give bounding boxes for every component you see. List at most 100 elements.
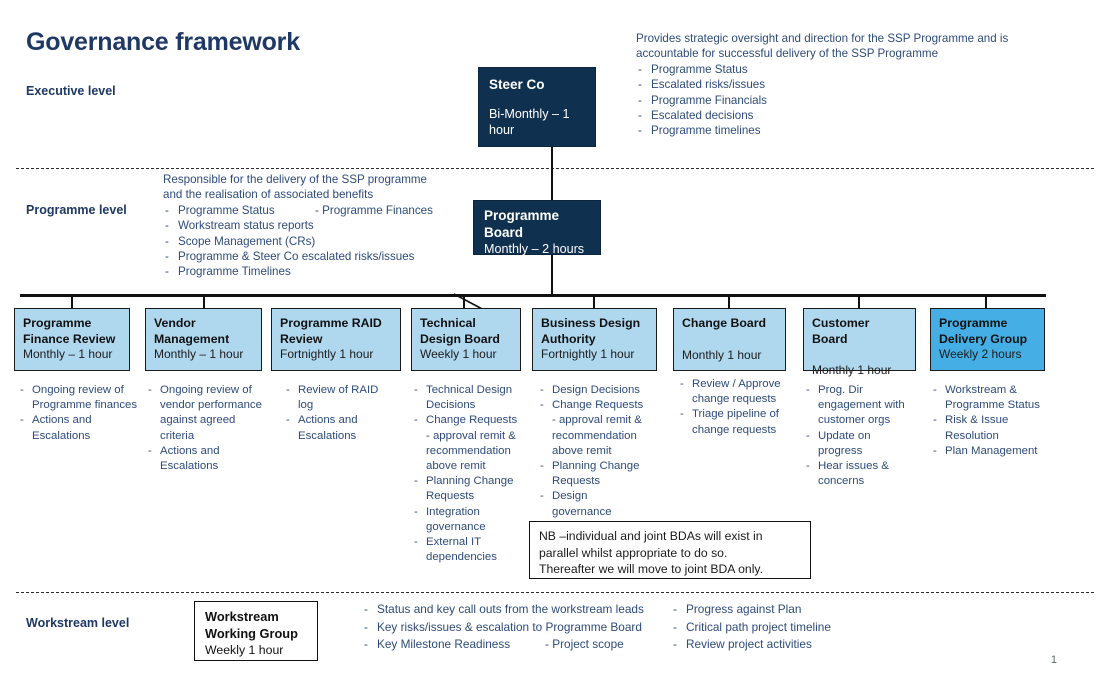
board-box-customer-board[interactable]: Customer Board Monthly 1 hour [803,308,916,377]
list-item: Risk & Issue Resolution [933,413,1051,443]
list-item: Planning Change Requests [540,459,650,489]
nb-note-box: NB –individual and joint BDAs will exist… [529,521,811,579]
list-item: Progress against Plan [672,601,922,619]
board-title-line2: Design Board [420,331,500,346]
list-item: Change Requests - approval remit & recom… [540,398,650,459]
list-item: Status and key call outs from the workst… [363,601,683,619]
board-box-change-board[interactable]: Change Board Monthly 1 hour [673,308,786,371]
workstream-working-group-box[interactable]: Workstream Working Group Weekly 1 hour [194,601,318,661]
bullet-list: Ongoing review of vendor performance aga… [148,383,266,474]
board-title-line2: Management [154,331,230,346]
board-title-line2: Review [280,331,323,346]
workstream-bullets-right: Progress against Plan Critical path proj… [672,601,922,654]
connector-programmeboard-bus [551,255,553,295]
bullet-list: Workstream & Programme Status Risk & Iss… [933,383,1051,459]
list-item: Scope Management (CRs) [163,234,493,250]
board-title-line1: Vendor [154,316,196,330]
board-title-line1: Change Board [682,316,767,330]
list-item: Update on progress [806,429,918,459]
board-bullets-vendor-management: Ongoing review of vendor performance aga… [148,383,266,474]
board-bullets-programme-raid-review: Review of RAID log Actions and Escalatio… [286,383,396,444]
list-item: Actions and Escalations [20,413,140,443]
connector-bus-board-3 [463,294,465,308]
steer-co-annotation-list: Programme Status Escalated risks/issues … [636,62,1036,139]
board-title-line1: Customer Board [812,316,870,346]
list-item: Design governance [540,489,650,519]
list-item: Programme Timelines [163,264,493,280]
list-item: External IT dependencies [414,535,520,565]
board-title-line1: Programme [939,316,1008,330]
workstream-box-cadence: Weekly 1 hour [205,643,284,657]
list-item: Design Decisions [540,383,650,398]
board-cadence: Weekly 2 hours [939,347,1022,361]
lane-label-programme: Programme level [26,203,127,217]
board-cadence: Monthly 1 hour [682,347,762,362]
board-title-line1: Programme RAID [280,316,382,330]
list-item: Technical Design Decisions [414,383,520,413]
divider-programme-workstream [16,592,1094,593]
board-cadence: Monthly – 1 hour [23,347,113,361]
bullet-list: Progress against Plan Critical path proj… [672,601,922,654]
workstream-bullets-left: Status and key call outs from the workst… [363,601,683,654]
lane-label-workstream: Workstream level [26,616,130,630]
board-bullets-programme-delivery-group: Workstream & Programme Status Risk & Iss… [933,383,1051,459]
list-item: Programme Status Programme Finances [163,203,493,219]
steer-co-box[interactable]: Steer Co Bi-Monthly – 1 hour [478,67,596,147]
list-item-inline-text: Programme Finances [315,203,433,218]
steer-co-cadence: Bi-Monthly – 1 hour [489,107,570,137]
board-box-business-design-authority[interactable]: Business Design Authority Fortnightly 1 … [532,308,657,371]
board-bullets-change-board: Review / Approve change requests Triage … [680,377,792,438]
list-item: Ongoing review of vendor performance aga… [148,383,266,444]
list-item: Actions and Escalations [286,413,396,443]
bullet-list: Ongoing review of Programme finances Act… [20,383,140,444]
bullet-list: Review / Approve change requests Triage … [680,377,792,438]
nb-note-line1: NB –individual and joint BDAs will exist… [539,529,763,543]
nb-note-line3: Thereafter we will move to joint BDA onl… [539,562,763,576]
connector-bus-board-0 [71,294,73,308]
board-box-technical-design-board[interactable]: Technical Design Board Weekly 1 hour [411,308,521,371]
list-item-text: Programme Status [178,203,275,217]
list-item: Planning Change Requests [414,474,520,504]
connector-bus-board-7 [985,294,987,308]
board-box-programme-raid-review[interactable]: Programme RAID Review Fortnightly 1 hour [271,308,401,371]
board-box-vendor-management[interactable]: Vendor Management Monthly – 1 hour [145,308,262,371]
list-item: Integration governance [414,505,520,535]
board-title-line2: Finance Review [23,331,116,346]
page-number: 1 [1050,654,1057,666]
board-box-programme-finance-review[interactable]: Programme Finance Review Monthly – 1 hou… [14,308,130,371]
steer-co-annotation: Provides strategic oversight and directi… [636,31,1036,139]
board-bullets-customer-board: Prog. Dir engagement with customer orgs … [806,383,918,489]
list-item: Workstream & Programme Status [933,383,1051,413]
list-item: Review project activities [672,636,922,654]
list-item: Triage pipeline of change requests [680,407,792,437]
programme-board-annotation-line2: and the realisation of associated benefi… [163,188,374,202]
board-title-line1: Technical [420,316,476,330]
workstream-box-title-line2: Working Group [205,625,298,641]
bullet-list: Prog. Dir engagement with customer orgs … [806,383,918,489]
workstream-box-title-line1: Workstream [205,609,279,624]
board-bullets-technical-design-board: Technical Design Decisions Change Reques… [414,383,520,565]
list-item: Escalated risks/issues [636,77,1036,93]
programme-board-annotation-line1: Responsible for the delivery of the SSP … [163,173,428,186]
programme-board-cadence: Monthly – 2 hours [484,242,585,256]
list-item: Programme Financials [636,93,1036,109]
board-cadence: Fortnightly 1 hour [541,347,635,361]
list-item: Review / Approve change requests [680,377,792,407]
board-title-line1: Business Design [541,316,641,330]
list-item: Programme timelines [636,123,1036,139]
connector-bus-board-4 [593,294,595,308]
board-cadence: Monthly – 1 hour [154,347,244,361]
list-item: Actions and Escalations [148,444,266,474]
bullet-list: Review of RAID log Actions and Escalatio… [286,383,396,444]
programme-board-box[interactable]: Programme Board Monthly – 2 hours [473,200,601,256]
board-box-programme-delivery-group[interactable]: Programme Delivery Group Weekly 2 hours [930,308,1045,371]
steer-co-title: Steer Co [489,77,545,92]
list-item: Programme & Steer Co escalated risks/iss… [163,249,493,265]
list-item-inline-text: Project scope [545,636,623,654]
list-item: Review of RAID log [286,383,396,413]
bullet-list: Design Decisions Change Requests - appro… [540,383,650,520]
list-item: Hear issues & concerns [806,459,918,489]
board-cadence: Weekly 1 hour [420,347,497,361]
board-title-line2: Delivery Group [939,331,1028,346]
